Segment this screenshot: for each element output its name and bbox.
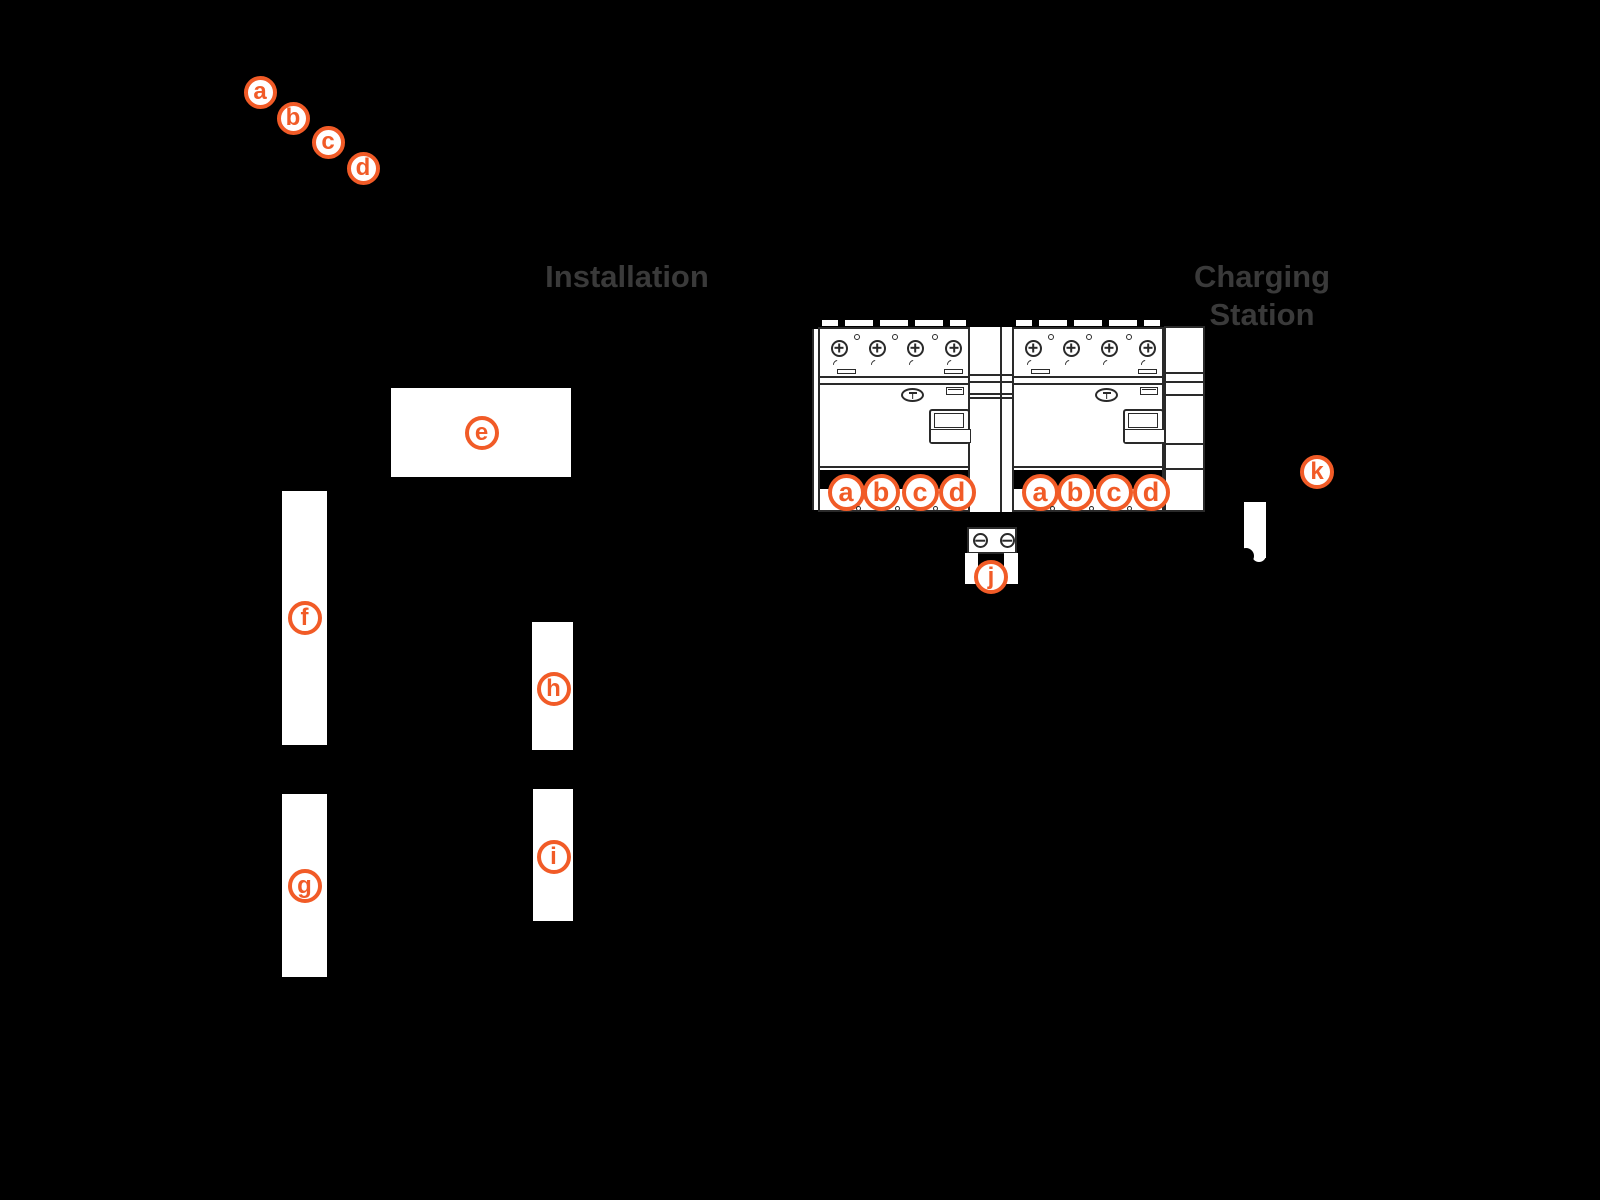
clamp-terminal	[944, 368, 963, 374]
status-window	[946, 387, 964, 395]
arc-mark	[1062, 358, 1076, 371]
callout-h: h	[536, 671, 571, 706]
phillips-screw-icon	[945, 339, 963, 357]
din-rail-right-end	[1164, 326, 1205, 512]
phillips-screw-icon	[1139, 339, 1157, 357]
phillips-screw-icon	[906, 339, 924, 357]
rail-line	[1166, 381, 1203, 383]
terminal-line	[820, 466, 968, 468]
phillips-screw-icon	[1062, 339, 1080, 357]
arc-mark	[907, 358, 920, 371]
callout-terminal-b: b	[1056, 473, 1094, 511]
rail-line	[970, 397, 1012, 399]
charging-station-line1: Charging	[1193, 259, 1331, 294]
toggle-switch-lip	[930, 428, 971, 443]
rail-line	[970, 374, 1012, 376]
callout-c: c	[311, 125, 345, 159]
toggle-switch-face	[1127, 413, 1158, 428]
phillips-screw-icon	[1024, 339, 1042, 357]
wire-hole	[894, 505, 900, 511]
rail-line	[1166, 394, 1203, 396]
slot-screw-icon	[999, 533, 1015, 548]
busbar-teeth-left	[822, 320, 966, 326]
wire-hole	[854, 334, 860, 340]
rail-line	[1166, 372, 1203, 374]
divider-line	[820, 382, 968, 385]
callout-terminal-c: c	[1095, 473, 1133, 511]
callout-terminal-c: c	[901, 473, 939, 511]
wire-hole	[1086, 334, 1093, 340]
wire-hole	[1048, 334, 1054, 340]
charging-station-line2: Station	[1209, 297, 1315, 332]
wire-hole	[932, 505, 938, 511]
clamp-terminal	[837, 368, 856, 374]
charging-station-heading: Charging Station	[1194, 258, 1330, 334]
rail-line	[1166, 443, 1203, 445]
cable-notch	[1238, 548, 1254, 564]
rcd-breaker-right: a b c d	[1012, 327, 1170, 512]
wire-hole	[856, 505, 862, 511]
callout-f: f	[287, 600, 322, 635]
wire-hole	[1125, 334, 1132, 340]
callout-i: i	[536, 839, 571, 874]
wire-hole	[1126, 505, 1132, 511]
callout-terminal-a: a	[827, 473, 865, 511]
rail-line	[1000, 327, 1002, 512]
callout-g: g	[287, 868, 322, 903]
din-rail-middle	[970, 327, 1012, 512]
wire-hole	[892, 334, 899, 340]
callout-j: j	[974, 560, 1008, 594]
test-button	[1095, 388, 1118, 402]
rail-line	[1166, 468, 1203, 470]
callout-terminal-b: b	[862, 473, 900, 511]
charging-cable-stub	[1244, 502, 1266, 558]
callout-b: b	[276, 101, 310, 135]
callout-a: a	[243, 75, 277, 109]
callout-terminal-d: d	[1132, 473, 1170, 511]
callout-terminal-a: a	[1021, 473, 1059, 511]
cable-bend	[1252, 548, 1266, 562]
status-window	[1140, 387, 1158, 395]
divider-line	[820, 375, 968, 378]
wire-hole	[1088, 505, 1094, 511]
divider-line	[1014, 382, 1162, 385]
terminal-line	[1014, 466, 1162, 468]
divider-line	[1014, 375, 1162, 378]
callout-d: d	[346, 151, 380, 185]
rail-line	[970, 381, 1012, 383]
din-rail-left-edge	[812, 329, 818, 510]
terminal-block	[967, 527, 1017, 554]
clamp-terminal	[1138, 368, 1157, 374]
rail-line	[970, 393, 1012, 395]
arc-mark	[868, 358, 882, 371]
phillips-screw-icon	[868, 339, 886, 357]
installation-heading: Installation	[545, 259, 709, 294]
slot-screw-icon	[972, 533, 988, 548]
test-button	[901, 388, 924, 402]
toggle-switch-lip	[1124, 428, 1165, 443]
rcd-breaker-left: a b c d	[818, 327, 976, 512]
phillips-screw-icon	[1100, 339, 1118, 357]
wire-hole	[1050, 505, 1056, 511]
clamp-terminal	[1031, 368, 1050, 374]
arc-mark	[1101, 358, 1114, 371]
phillips-screw-icon	[830, 339, 848, 357]
wire-hole	[931, 334, 938, 340]
toggle-switch-face	[933, 413, 964, 428]
callout-e: e	[464, 415, 499, 450]
callout-terminal-d: d	[938, 473, 976, 511]
callout-k: k	[1300, 455, 1334, 489]
busbar-teeth-right	[1016, 320, 1160, 326]
